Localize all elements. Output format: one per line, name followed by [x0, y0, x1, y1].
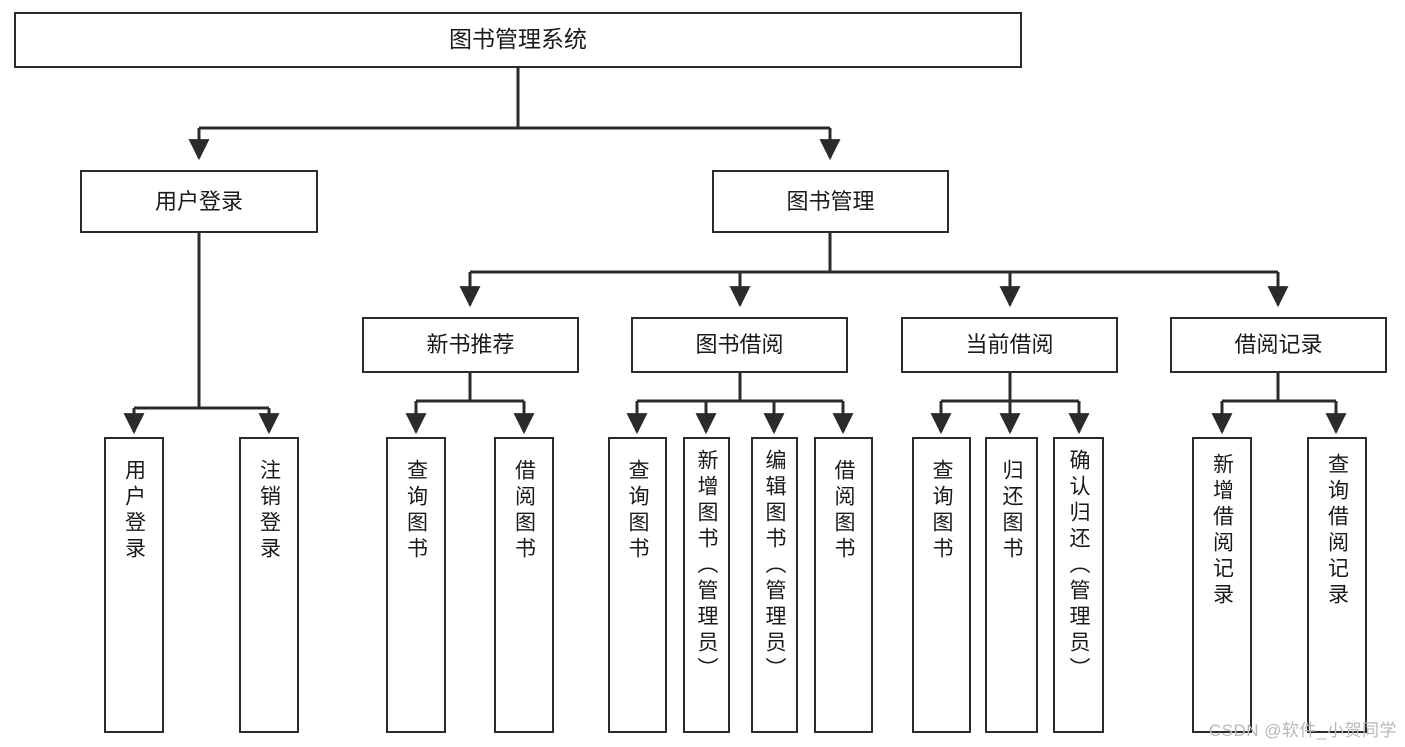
- node-borrow-records-label: 借阅记录: [1234, 332, 1323, 358]
- node-user-login-label: 用户登录: [154, 188, 243, 214]
- leaf-confirm-return-admin-label: 确认归还（管理员）: [1067, 449, 1090, 683]
- node-borrow-records[interactable]: 借阅记录: [1170, 317, 1387, 373]
- leaf-borrow-book-label: 借阅图书: [832, 459, 855, 563]
- node-new-book-recommend[interactable]: 新书推荐: [362, 317, 579, 373]
- leaf-query-borrow-record[interactable]: 查询借阅记录: [1307, 437, 1367, 733]
- node-book-management-label: 图书管理: [786, 188, 875, 214]
- leaf-confirm-return-admin[interactable]: 确认归还（管理员）: [1053, 437, 1104, 733]
- leaf-borrow-book-recommend-label: 借阅图书: [512, 459, 536, 563]
- leaf-query-book-borrow-label: 查询图书: [626, 459, 649, 563]
- leaf-add-book-admin-label: 新增图书（管理员）: [695, 449, 718, 683]
- leaf-edit-book-admin-label: 编辑图书（管理员）: [763, 449, 786, 683]
- leaf-logout-label: 注销登录: [257, 459, 281, 563]
- leaf-logout[interactable]: 注销登录: [239, 437, 299, 733]
- leaf-return-book-label: 归还图书: [1000, 459, 1023, 563]
- node-book-management[interactable]: 图书管理: [712, 170, 949, 233]
- node-book-borrow-label: 图书借阅: [695, 332, 784, 358]
- node-current-borrow-label: 当前借阅: [965, 332, 1054, 358]
- leaf-add-borrow-record[interactable]: 新增借阅记录: [1192, 437, 1252, 733]
- leaf-user-login-label: 用户登录: [122, 459, 146, 563]
- csdn-watermark: CSDN @软件_小贺同学: [1208, 721, 1397, 740]
- node-new-book-recommend-label: 新书推荐: [426, 332, 515, 358]
- leaf-user-login[interactable]: 用户登录: [104, 437, 164, 733]
- leaf-query-book-current[interactable]: 查询图书: [912, 437, 971, 733]
- leaf-query-borrow-record-label: 查询借阅记录: [1325, 453, 1349, 609]
- leaf-query-book-borrow[interactable]: 查询图书: [608, 437, 667, 733]
- leaf-borrow-book[interactable]: 借阅图书: [814, 437, 873, 733]
- node-book-borrow[interactable]: 图书借阅: [631, 317, 848, 373]
- leaf-return-book[interactable]: 归还图书: [985, 437, 1038, 733]
- leaf-query-book-current-label: 查询图书: [930, 459, 953, 563]
- leaf-add-borrow-record-label: 新增借阅记录: [1210, 453, 1234, 609]
- leaf-edit-book-admin[interactable]: 编辑图书（管理员）: [751, 437, 798, 733]
- leaf-add-book-admin[interactable]: 新增图书（管理员）: [683, 437, 730, 733]
- leaf-query-book-recommend[interactable]: 查询图书: [386, 437, 446, 733]
- node-root-system[interactable]: 图书管理系统: [14, 12, 1022, 68]
- leaf-query-book-recommend-label: 查询图书: [404, 459, 428, 563]
- node-root-system-label: 图书管理系统: [449, 26, 587, 53]
- leaf-borrow-book-recommend[interactable]: 借阅图书: [494, 437, 554, 733]
- node-current-borrow[interactable]: 当前借阅: [901, 317, 1118, 373]
- node-user-login[interactable]: 用户登录: [80, 170, 318, 233]
